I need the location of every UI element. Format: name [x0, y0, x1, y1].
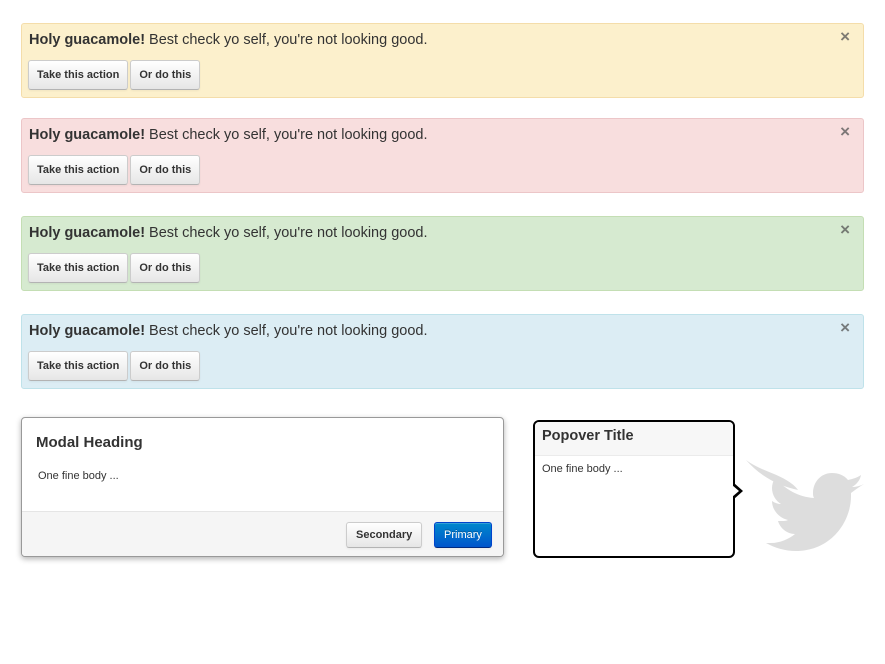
alert-success: Holy guacamole! Best check yo self, you'…	[21, 216, 864, 291]
alert-error: Holy guacamole! Best check yo self, you'…	[21, 118, 864, 193]
or-do-this-button[interactable]: Or do this	[130, 155, 201, 185]
popover-title: Popover Title	[535, 422, 733, 456]
alert-text: Best check yo self, you're not looking g…	[145, 32, 428, 48]
modal-dialog: Modal Heading One fine body ... Secondar…	[21, 417, 504, 557]
alert-message: Holy guacamole! Best check yo self, you'…	[29, 323, 428, 339]
alert-text: Best check yo self, you're not looking g…	[145, 127, 428, 143]
take-action-button[interactable]: Take this action	[28, 253, 129, 283]
alert-heading: Holy guacamole!	[29, 32, 146, 48]
twitter-bird-icon	[746, 460, 864, 551]
alert-message: Holy guacamole! Best check yo self, you'…	[29, 127, 428, 143]
popover: Popover Title One fine body ...	[533, 420, 743, 558]
primary-button[interactable]: Primary	[434, 522, 492, 548]
alert-text: Best check yo self, you're not looking g…	[145, 323, 428, 339]
alert-heading: Holy guacamole!	[29, 127, 146, 143]
take-action-button[interactable]: Take this action	[28, 60, 129, 90]
popover-arrow	[732, 483, 743, 499]
or-do-this-button[interactable]: Or do this	[130, 253, 201, 283]
close-icon[interactable]: ×	[840, 318, 850, 337]
alert-actions: Take this action Or do this	[28, 155, 201, 185]
popover-body: One fine body ...	[542, 463, 623, 475]
alert-actions: Take this action Or do this	[28, 351, 201, 381]
or-do-this-button[interactable]: Or do this	[130, 60, 201, 90]
close-icon[interactable]: ×	[840, 122, 850, 141]
or-do-this-button[interactable]: Or do this	[130, 351, 201, 381]
take-action-button[interactable]: Take this action	[28, 351, 129, 381]
close-icon[interactable]: ×	[840, 220, 850, 239]
alert-heading: Holy guacamole!	[29, 225, 146, 241]
alert-message: Holy guacamole! Best check yo self, you'…	[29, 32, 428, 48]
take-action-button[interactable]: Take this action	[28, 155, 129, 185]
alert-info: Holy guacamole! Best check yo self, you'…	[21, 314, 864, 389]
modal-heading: Modal Heading	[36, 434, 143, 451]
alert-actions: Take this action Or do this	[28, 253, 201, 283]
alert-warning: Holy guacamole! Best check yo self, you'…	[21, 23, 864, 98]
close-icon[interactable]: ×	[840, 27, 850, 46]
modal-body: One fine body ...	[38, 470, 119, 482]
modal-footer: Secondary Primary	[22, 511, 503, 556]
alert-heading: Holy guacamole!	[29, 323, 146, 339]
secondary-button[interactable]: Secondary	[346, 522, 423, 548]
alert-text: Best check yo self, you're not looking g…	[145, 225, 428, 241]
alert-message: Holy guacamole! Best check yo self, you'…	[29, 225, 428, 241]
bird-shape	[746, 460, 864, 551]
alert-actions: Take this action Or do this	[28, 60, 201, 90]
